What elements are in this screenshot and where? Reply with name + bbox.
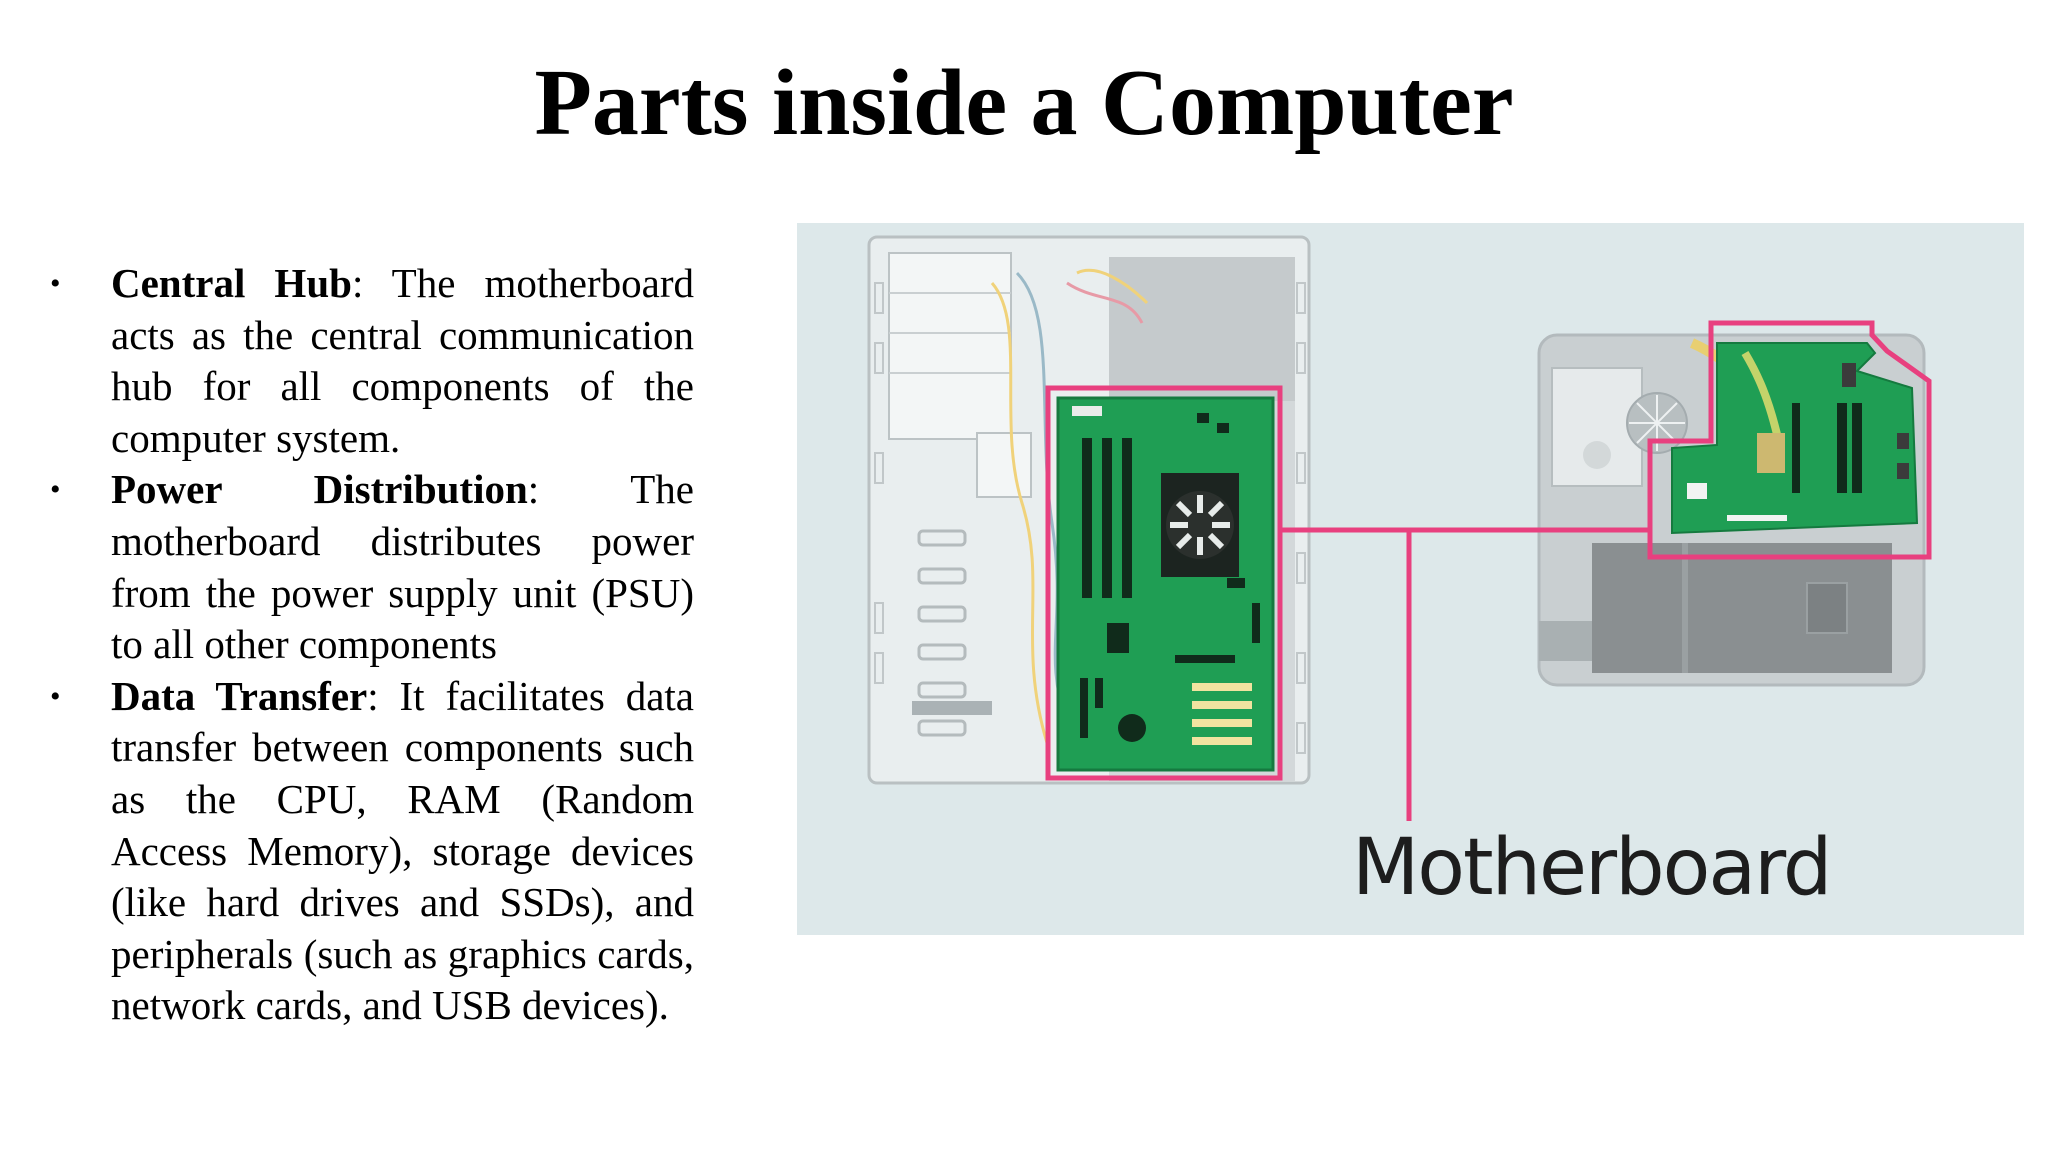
bullet-separator: : xyxy=(351,260,392,306)
bullet-list: • Central Hub: The motherboard acts as th… xyxy=(50,258,694,1032)
bullet-item: • Central Hub: The motherboard acts as th… xyxy=(50,258,694,464)
bullet-dot-icon: • xyxy=(50,473,61,507)
computer-case-illustration xyxy=(867,235,1932,821)
bullet-text: The motherboard distributes power from t… xyxy=(111,466,694,668)
bullet-term: Data Transfer xyxy=(111,672,368,719)
bullet-term: Central Hub xyxy=(111,260,352,306)
bullet-item: • Data Transfer: It facilitates data tran… xyxy=(50,671,694,1032)
bullet-separator: : xyxy=(367,672,400,719)
bullet-separator: : xyxy=(527,466,631,513)
highlight-outline xyxy=(1045,320,1932,821)
motherboard-label: Motherboard xyxy=(1352,823,1832,913)
slide-title: Parts inside a Computer xyxy=(534,51,1514,155)
bullet-dot-icon: • xyxy=(50,267,61,300)
laptop-motherboard-icon xyxy=(1671,342,1919,535)
bullet-dot-icon: • xyxy=(50,679,61,713)
desktop-motherboard-icon xyxy=(1056,396,1275,772)
motherboard-illustration: Motherboard xyxy=(797,223,2024,935)
bullet-term: Power Distribution xyxy=(111,466,528,513)
bullet-text: The motherboard acts as the central comm… xyxy=(111,260,694,461)
bullet-item: • Power Distribution: The motherboard dis… xyxy=(50,464,694,670)
bullet-text: It facilitates data transfer between com… xyxy=(111,672,694,1029)
